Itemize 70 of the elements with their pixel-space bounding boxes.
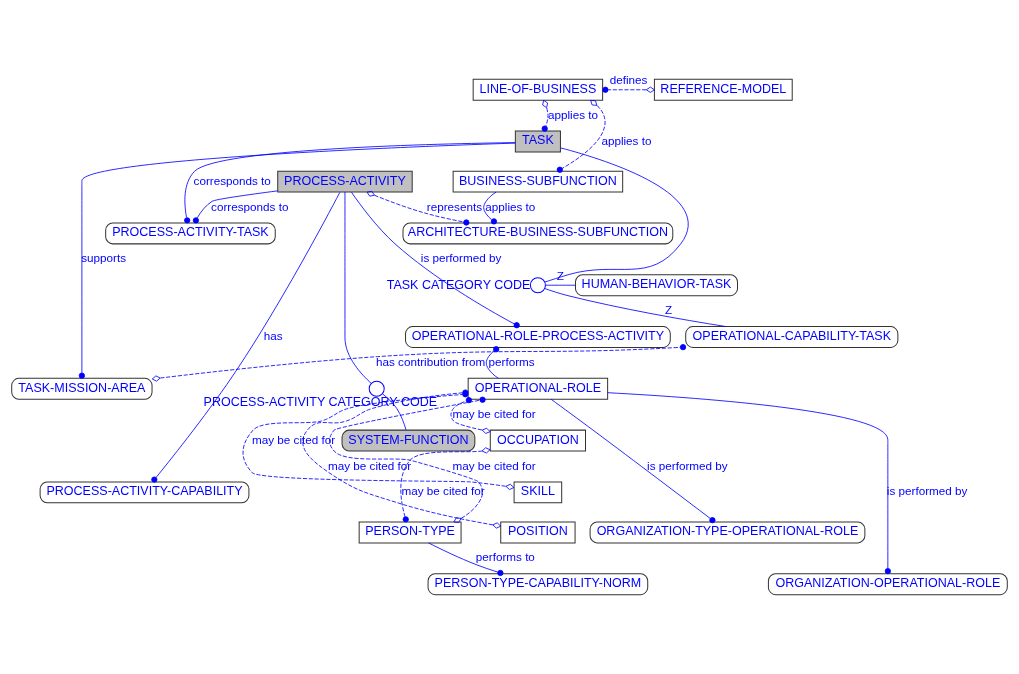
edge-label: has contribution from [376,354,486,368]
edge-label: may be cited for [252,432,336,446]
node-box: PERSON-TYPE-CAPABILITY-NORM [427,573,649,596]
edge-label: corresponds to [193,173,271,187]
connector [483,191,498,225]
node-box: OCCUPATION [489,429,586,452]
connector [541,99,549,132]
node-box: LINE-OF-BUSINESS [472,78,604,101]
node-box: PERSON-TYPE [358,521,462,544]
edge-label: is performed by [647,458,728,472]
edge-label: represents [426,199,482,213]
connector [485,346,500,379]
node-box: TASK [514,130,561,153]
node-box: OPERATIONAL-ROLE-PROCESS-ACTIVITY [405,326,671,348]
node-box: OPERATIONAL-CAPABILITY-TASK [685,326,899,348]
edge-label: applies to [485,199,536,213]
connector [78,142,516,379]
node-circle [529,277,546,294]
edge-label: may be cited for [401,484,485,498]
node-box: PROCESS-ACTIVITY-CAPABILITY [39,481,250,504]
node-box: ORGANIZATION-OPERATIONAL-ROLE [767,573,1008,596]
edge-label: has [263,329,283,343]
edge-label: may be cited for [328,458,412,472]
node-box: SYSTEM-FUNCTION [341,429,476,452]
connector [450,397,491,434]
edge-label: applies to [601,133,652,147]
connector [400,447,491,523]
connector [550,398,716,524]
connector [366,190,470,226]
connector [151,344,687,382]
edge-label: is performed by [420,251,502,265]
connector [544,288,727,327]
edge-label: applies to [547,107,598,121]
connector [544,147,689,283]
connector [382,393,407,431]
connector [607,392,891,575]
connector [428,542,504,577]
node-box: PROCESS-ACTIVITY [277,170,413,193]
node-box: ORGANIZATION-TYPE-OPERATIONAL-ROLE [589,521,866,544]
node-box: OPERATIONAL-ROLE [467,377,609,400]
edge-label: supports [81,251,127,265]
connector [151,192,341,483]
edge-label: Z [556,268,565,282]
node-label: PROCESS-ACTIVITY CATEGORY CODE [203,395,438,410]
node-box: ARCHITECTURE-BUSINESS-SUBFUNCTION [402,222,674,245]
node-box: POSITION [500,521,576,544]
connector [545,284,576,286]
connector [192,190,278,224]
connector [602,86,655,93]
node-box: TASK-MISSION-AREA [11,377,153,400]
edge-label: corresponds to [211,199,289,213]
edge-label: performs [488,354,535,368]
node-label: TASK CATEGORY CODE [386,277,531,292]
edge-label: may be cited for [452,458,536,472]
node-circle [368,380,385,397]
edge-label: is performed by [886,484,968,498]
connector [351,191,520,329]
connector [329,396,486,523]
node-box: BUSINESS-SUBFUNCTION [452,170,624,193]
node-box: REFERENCE-MODEL [653,78,793,101]
edge-label: may be cited for [452,406,536,420]
edge-label: performs to [475,550,535,564]
connector [184,142,516,224]
edge-label: Z [665,303,673,317]
connector [344,191,372,384]
connector [556,100,606,173]
node-box: HUMAN-BEHAVIOR-TASK [575,274,738,297]
node-box: SKILL [513,481,563,504]
edge-label: defines [609,73,648,87]
node-box: PROCESS-ACTIVITY-TASK [105,222,276,245]
